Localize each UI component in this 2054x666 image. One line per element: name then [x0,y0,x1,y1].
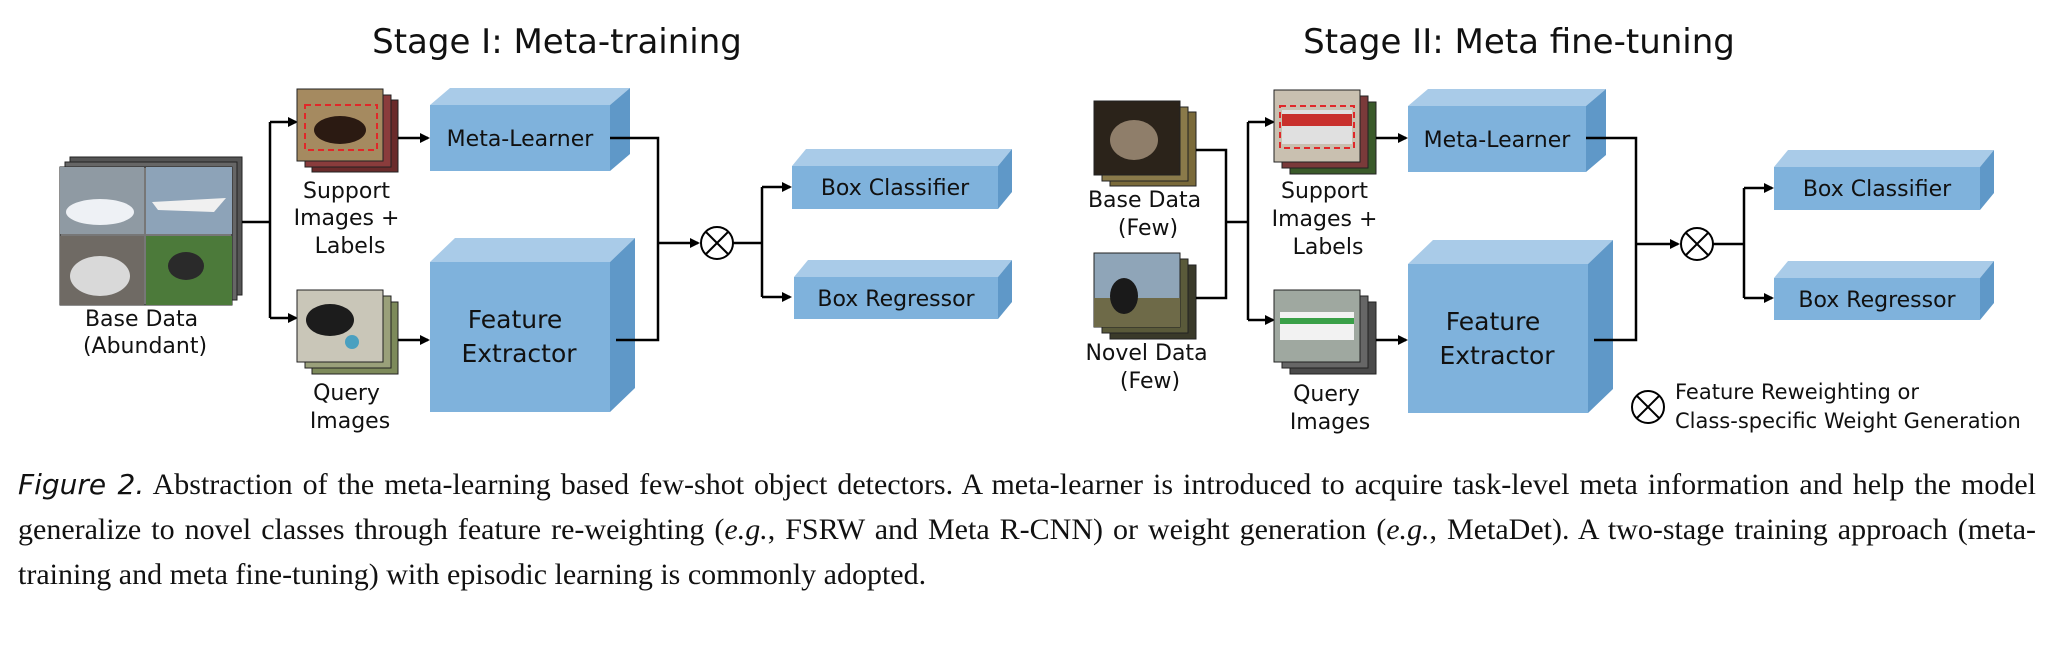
stage1-feature-extractor-label: Feature Extractor [461,305,577,368]
diagram: Stage I: Meta-training Base Data (Abunda… [59,22,2021,435]
stage1-meta-learner-box [430,88,630,171]
stage1-meta-learner-label: Meta-Learner [447,127,595,152]
stage1-merge-lines [610,136,700,342]
stage2-box-regressor-label: Box Regressor [1798,288,1956,313]
stage2-box-classifier-label: Box Classifier [1803,177,1952,202]
stage2-box-classifier-box [1774,150,1994,210]
stage2-support-image [1273,89,1377,175]
stage2-data-branch [1196,117,1275,325]
stage2-feature-extractor-box [1408,240,1613,413]
stage1-reweight-operator [700,226,734,260]
stage1-title: Stage I: Meta-training [372,22,742,62]
legend-text: Feature Reweighting or Class-specific We… [1675,380,2021,433]
stage1-query-label: Query Images [310,381,390,434]
stage2-query-image [1273,289,1377,375]
stage1-box-regressor-label: Box Regressor [817,287,975,312]
legend-operator-icon [1631,390,1665,424]
stage1-feature-extractor-box [430,238,635,412]
stage2-novel-data-image [1093,252,1197,340]
stage1-base-branch [242,117,298,323]
stage1-base-data-label: Base Data (Abundant) [83,307,207,359]
stage1-box-classifier-box [792,149,1012,209]
caption-text-3: , MetaDet). A two-stage training approac… [18,513,2036,591]
stage1-query-image [296,289,399,375]
stage2-base-data-image [1093,100,1197,187]
caption-label: Figure 2. [18,468,145,501]
stage2-title: Stage II: Meta fine-tuning [1303,22,1735,62]
stage1-base-data-image [59,156,243,306]
stage1-support-label: Support Images + Labels [294,179,407,259]
stage2-head-branch [1713,183,1774,303]
caption-text-2: , FSRW and Meta R-CNN) or weight generat… [767,513,1387,546]
stage2-meta-learner-box [1408,89,1606,172]
stage2-merge-lines [1586,136,1680,342]
stage1-support-image [296,88,399,173]
caption-text-1: Abstraction of the meta-learning based f… [18,468,2036,546]
caption-eg-1: e.g. [724,513,768,546]
stage2-query-label: Query Images [1290,382,1370,435]
figure-caption: Figure 2. Abstraction of the meta-learni… [18,462,2036,597]
stage2-meta-learner-label: Meta-Learner [1424,128,1572,153]
stage2-box-regressor-box [1774,261,1994,320]
stage2-reweight-operator [1680,227,1714,261]
stage2-support-label: Support Images + Labels [1272,179,1385,260]
stage2-novel-data-label: Novel Data (Few) [1085,341,1214,394]
caption-eg-2: e.g. [1386,513,1430,546]
stage1-box-regressor-box [794,260,1012,319]
stage2-feature-extractor-label: Feature Extractor [1439,307,1555,370]
stage1-box-classifier-label: Box Classifier [821,176,970,201]
stage2-base-data-label: Base Data (Few) [1088,188,1208,241]
stage1-head-branch [733,182,792,302]
